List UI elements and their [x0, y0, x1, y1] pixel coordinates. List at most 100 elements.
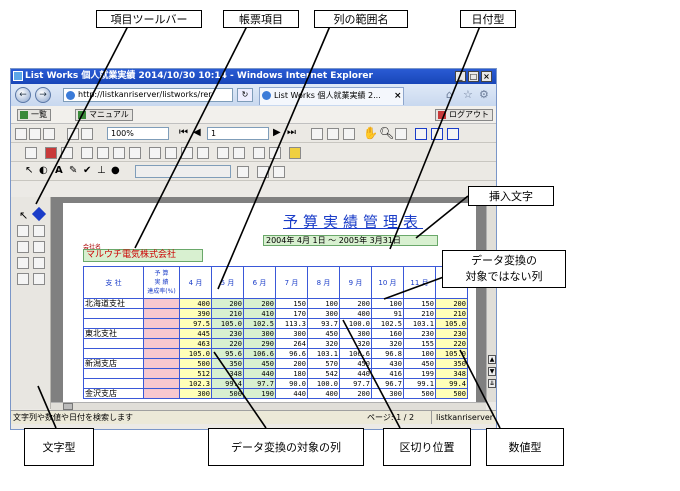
callout-toolbar-items: 項目ツールバー	[96, 10, 202, 28]
report-title: 予算実績管理表	[283, 213, 424, 231]
check-icon[interactable]: ✔	[83, 165, 92, 176]
fill-icon[interactable]: ◐	[39, 165, 48, 176]
item-icon-2[interactable]	[45, 147, 57, 159]
value-cell: 170	[275, 308, 308, 319]
palette-icon-2[interactable]	[33, 225, 45, 237]
item-icon-10[interactable]	[181, 147, 193, 159]
value-cell: 105.0	[179, 348, 212, 359]
palette-icon-7[interactable]	[17, 273, 29, 285]
manual-button[interactable]: マニュアル	[75, 109, 133, 121]
item-icon-13[interactable]	[233, 147, 245, 159]
palette-icon-1[interactable]	[17, 225, 29, 237]
palette-icon-4[interactable]	[33, 241, 45, 253]
palette-icon-6[interactable]	[33, 257, 45, 269]
select-icon[interactable]	[395, 128, 407, 140]
next-page-icon[interactable]: ▶	[273, 127, 281, 138]
value-cell: 103.1	[403, 318, 436, 329]
vertical-scrollbar[interactable]: ▲ ▼ ⇊	[486, 197, 496, 402]
item-icon-1[interactable]	[25, 147, 37, 159]
first-page-icon[interactable]: ⏮	[179, 127, 188, 138]
tab-label: List Works 個人就業実績 2...	[274, 91, 381, 100]
item-icon-9[interactable]	[165, 147, 177, 159]
convert-icon[interactable]	[431, 128, 443, 140]
last-page-icon[interactable]: ⏭	[287, 127, 296, 138]
arrow-tool-icon[interactable]: ↖	[19, 209, 29, 222]
pen-icon[interactable]: ✎	[69, 165, 78, 176]
favorites-icon[interactable]: ☆	[463, 88, 473, 101]
url-input[interactable]: http://listkanriserver/listworks/rer	[63, 88, 233, 102]
grid-view-icon[interactable]	[415, 128, 427, 140]
circle-icon[interactable]: ●	[111, 165, 120, 176]
browser-tab[interactable]: List Works 個人就業実績 2... ×	[259, 87, 404, 105]
maximize-button[interactable]: □	[468, 71, 479, 82]
list-button[interactable]: 一覧	[17, 109, 51, 121]
pointer-icon[interactable]: ↖	[25, 165, 34, 176]
item-icon-3[interactable]	[61, 147, 73, 159]
zoom-select[interactable]: 100%	[107, 127, 169, 140]
budget-actual-cell	[143, 358, 180, 369]
company-name[interactable]: マルウチ電気株式会社	[83, 249, 203, 262]
window-title: List Works 個人就業実績 2014/10/30 10:14 - Win…	[25, 71, 373, 81]
report-period[interactable]: 2004年 4月 1日 〜 2005年 3月31日	[263, 235, 438, 246]
value-cell: 542	[307, 368, 340, 379]
brush-icon[interactable]	[289, 147, 301, 159]
zoom-icon[interactable]: 🔍︎	[379, 126, 395, 140]
item-icon-7[interactable]	[129, 147, 141, 159]
undo-icon[interactable]	[311, 128, 323, 140]
home-icon[interactable]: ⌂	[446, 88, 453, 101]
palette-icon-8[interactable]	[33, 273, 45, 285]
style-select[interactable]	[135, 165, 231, 178]
page-input[interactable]: 1	[207, 127, 269, 140]
link-icon[interactable]	[343, 128, 355, 140]
paste-icon[interactable]	[67, 128, 79, 140]
value-cell: 320	[371, 338, 404, 349]
close-button[interactable]: ×	[481, 71, 492, 82]
scroll-down-icon[interactable]: ▼	[488, 367, 496, 376]
export-icon[interactable]	[81, 128, 93, 140]
item-icon-12[interactable]	[217, 147, 229, 159]
redo-icon[interactable]	[327, 128, 339, 140]
gear-icon[interactable]: ⚙	[479, 88, 489, 101]
budget-actual-cell	[143, 298, 180, 309]
scroll-thumb[interactable]	[63, 403, 73, 410]
item-icon-4[interactable]	[81, 147, 93, 159]
window-titlebar: List Works 個人就業実績 2014/10/30 10:14 - Win…	[11, 69, 496, 84]
item-icon-8[interactable]	[149, 147, 161, 159]
horizontal-scrollbar[interactable]	[51, 402, 486, 410]
image-icon[interactable]	[273, 166, 285, 178]
settings-icon[interactable]	[257, 166, 269, 178]
layout-icon[interactable]	[447, 128, 459, 140]
palette-icon-5[interactable]	[17, 257, 29, 269]
hand-icon[interactable]: ✋	[363, 126, 378, 140]
palette-icon-3[interactable]	[17, 241, 29, 253]
value-cell: 99.1	[403, 378, 436, 389]
prev-page-icon[interactable]: ◀	[193, 127, 201, 138]
value-cell: 230	[403, 328, 436, 339]
forward-button[interactable]: →	[35, 87, 51, 103]
tab-close-icon[interactable]: ×	[394, 91, 402, 101]
stamp-icon[interactable]: ⊥	[97, 165, 106, 176]
props-icon[interactable]	[237, 166, 249, 178]
scroll-up-icon[interactable]: ▲	[488, 355, 496, 364]
refresh-button[interactable]: ↻	[237, 88, 253, 102]
item-icon-15[interactable]	[269, 147, 281, 159]
page-down-icon[interactable]: ⇊	[488, 379, 496, 388]
item-icon-11[interactable]	[197, 147, 209, 159]
logout-button[interactable]: ログアウト	[435, 109, 493, 121]
copy-icon[interactable]	[43, 128, 55, 140]
logout-icon	[438, 111, 446, 119]
save-icon[interactable]	[15, 128, 27, 140]
item-icon-14[interactable]	[253, 147, 265, 159]
item-icon-5[interactable]	[97, 147, 109, 159]
minimize-button[interactable]: _	[455, 71, 466, 82]
diamond-icon[interactable]	[31, 206, 47, 222]
print-icon[interactable]	[29, 128, 41, 140]
item-icon-6[interactable]	[113, 147, 125, 159]
text-tool-icon[interactable]: A	[55, 165, 63, 176]
back-button[interactable]: ←	[15, 87, 31, 103]
value-cell: 97.7	[339, 378, 372, 389]
status-server: listkanriserver	[431, 411, 493, 424]
